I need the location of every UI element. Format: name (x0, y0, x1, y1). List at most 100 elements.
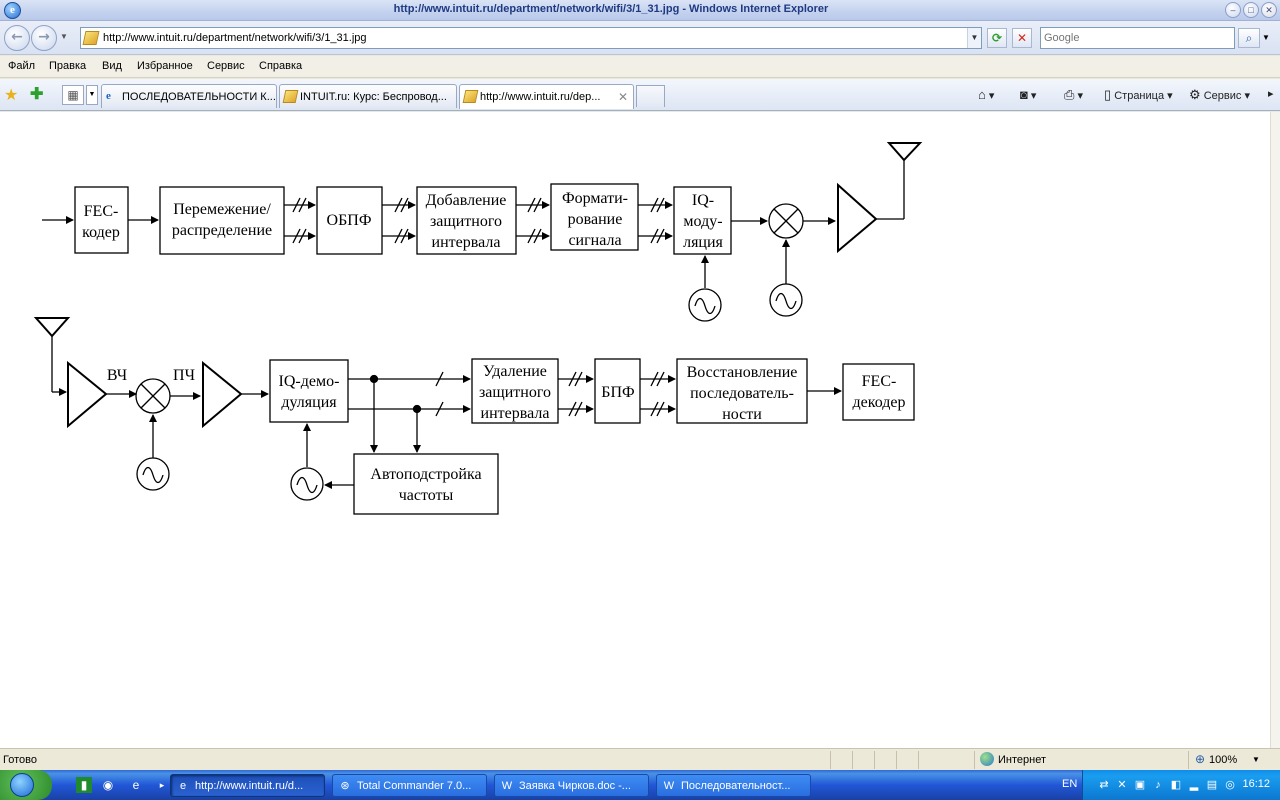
menu-tools[interactable]: Сервис (207, 60, 245, 72)
taskbar-item[interactable]: W Последовательност... (656, 774, 811, 797)
fft-block (594, 358, 641, 424)
tools-menu-button[interactable]: ⚙ Сервис ▾ (1189, 87, 1250, 102)
refresh-icon[interactable]: ⟳ (987, 28, 1007, 48)
internet-zone-icon (980, 752, 994, 766)
vertical-scrollbar[interactable] (1270, 112, 1280, 748)
forward-button[interactable]: → (31, 25, 57, 51)
menu-help[interactable]: Справка (259, 60, 303, 72)
print-button[interactable]: ⎙ ▾ (1064, 87, 1083, 102)
iq-demod-label: дуляция (281, 394, 337, 411)
history-dropdown-icon[interactable]: ▼ (60, 32, 68, 41)
display-icon[interactable]: ▣ (1134, 779, 1146, 791)
tray-app-icon[interactable]: ▤ (1206, 779, 1218, 791)
intuit-icon (282, 90, 299, 103)
iq-demodulation-block (269, 359, 349, 423)
status-divider (1188, 751, 1189, 769)
maximize-button[interactable]: □ (1243, 2, 1259, 18)
afc-label: частоты (399, 487, 454, 504)
menu-file[interactable]: Файл (8, 60, 36, 72)
status-divider (974, 751, 975, 769)
oscillator-1 (688, 288, 722, 322)
taskbar-item-label: Последовательност... (681, 780, 791, 792)
close-button[interactable]: ✕ (1261, 2, 1277, 18)
status-bar: Готово Интернет ⊕ 100% ▼ (0, 748, 1280, 770)
page-menu-button[interactable]: ▯ Страница ▾ (1104, 87, 1173, 102)
search-options-icon[interactable]: ▼ (1262, 33, 1270, 42)
taskbar-item-label: http://www.intuit.ru/d... (195, 780, 304, 792)
window-controls: – □ ✕ (1225, 2, 1277, 18)
add-favorites-icon[interactable]: ✚ (30, 86, 44, 103)
quicklaunch-more-icon[interactable]: ▸ (159, 780, 165, 790)
signal-icon[interactable]: ▂ (1189, 779, 1199, 791)
zoom-dropdown-icon[interactable]: ▼ (1252, 755, 1260, 764)
taskbar-item[interactable]: W Заявка Чирков.doc -... (494, 774, 649, 797)
address-field[interactable]: http://www.intuit.ru/department/network/… (80, 27, 982, 49)
tray-app-icon[interactable]: ◧ (1170, 779, 1182, 791)
menu-bar: Файл Правка Вид Избранное Сервис Справка (0, 56, 1280, 78)
new-tab-button[interactable] (636, 85, 665, 107)
page-menu-label: Страница (1114, 90, 1165, 102)
quicklaunch-app-icon[interactable]: ▮ (76, 777, 92, 793)
zoom-level[interactable]: 100% (1209, 754, 1238, 766)
taskbar-item[interactable]: e http://www.intuit.ru/d... (170, 774, 325, 797)
guard-remove-block (471, 358, 559, 424)
tab-item[interactable]: INTUIT.ru: Курс: Беспровод... (279, 84, 457, 108)
tab-list-dropdown-icon[interactable]: ▼ (86, 85, 98, 105)
guard-remove-label: защитного (479, 384, 551, 401)
guard-remove-label: интервала (481, 405, 550, 422)
menu-view[interactable]: Вид (102, 60, 122, 72)
language-indicator[interactable]: EN (1062, 778, 1078, 790)
tab-close-icon[interactable]: ✕ (617, 90, 628, 104)
status-text: Готово (3, 754, 37, 766)
guard-add-label: интервала (432, 234, 501, 251)
tab-item-active[interactable]: http://www.intuit.ru/dep... ✕ (459, 84, 634, 109)
search-field[interactable] (1040, 27, 1235, 49)
fec-coder-label: кодер (82, 224, 120, 241)
guard-add-block (416, 186, 517, 255)
home-button[interactable]: ⌂ ▾ (978, 87, 995, 102)
quicklaunch-ie-icon[interactable]: e (132, 778, 140, 792)
security-icon[interactable]: ✕ (1117, 779, 1127, 791)
address-dropdown-icon[interactable]: ▼ (967, 28, 981, 48)
taskbar-item[interactable]: ⊛ Total Commander 7.0... (332, 774, 487, 797)
shaping-label: рование (568, 211, 623, 228)
iq-mod-label: IQ- (692, 192, 714, 209)
restore-label: Восстановление (687, 364, 798, 381)
zoom-icon[interactable]: ⊕ (1195, 752, 1206, 766)
feeds-button[interactable]: ◙ ▾ (1020, 87, 1037, 102)
word-icon: W (663, 780, 675, 792)
menu-edit[interactable]: Правка (49, 60, 87, 72)
address-url[interactable]: http://www.intuit.ru/department/network/… (103, 32, 367, 44)
status-divider (830, 751, 831, 769)
taskbar-item-label: Total Commander 7.0... (357, 780, 472, 792)
menu-favorites[interactable]: Избранное (137, 60, 193, 72)
search-input[interactable] (1041, 28, 1231, 48)
word-icon: W (501, 780, 513, 792)
search-icon[interactable]: ⌕ (1238, 28, 1260, 48)
rf-amplifier (67, 360, 108, 429)
oscillator-4 (290, 467, 324, 501)
volume-icon[interactable]: ♪ (1155, 779, 1161, 791)
back-button[interactable]: ← (4, 25, 30, 51)
opera-icon[interactable]: ◎ (1225, 779, 1235, 791)
ofdm-block-diagram: FEC- кодер Перемежение/ распределение ОБ… (33, 142, 923, 515)
more-commands-icon[interactable]: ▸ (1268, 88, 1274, 100)
shaping-label: Формати- (562, 190, 628, 207)
intuit-icon (462, 90, 479, 103)
fft-label: БПФ (601, 384, 634, 401)
window-title: http://www.intuit.ru/department/network/… (393, 3, 829, 15)
fec-decoder-label: FEC- (862, 373, 897, 390)
clock[interactable]: 16:12 (1242, 778, 1270, 790)
quick-tabs-icon[interactable]: ▦ (62, 85, 84, 105)
security-zone[interactable]: Интернет (998, 754, 1046, 766)
network-icon[interactable]: ⇄ (1099, 779, 1109, 791)
tx-amplifier (837, 182, 878, 254)
favorites-star-icon[interactable]: ★ (4, 87, 19, 104)
quicklaunch-browser-icon[interactable]: ◉ (102, 778, 114, 792)
start-button[interactable] (0, 770, 52, 800)
if-amplifier (202, 360, 243, 429)
tab-item[interactable]: e ПОСЛЕДОВАТЕЛЬНОСТИ К... (101, 84, 277, 108)
minimize-button[interactable]: – (1225, 2, 1241, 18)
stop-icon[interactable]: ✕ (1012, 28, 1032, 48)
ifft-block (316, 186, 383, 255)
